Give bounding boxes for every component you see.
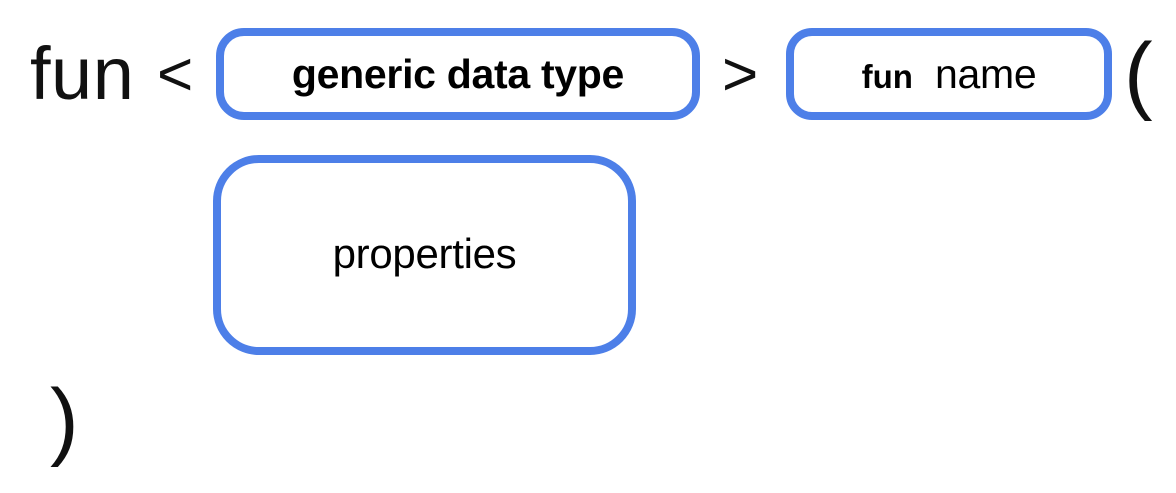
angle-bracket-close-token: > (722, 40, 759, 109)
slot-properties[interactable]: properties (213, 155, 636, 355)
slot-fun-name-value-label: name (934, 50, 1037, 97)
parenthesis-open-token: ( (1124, 26, 1153, 122)
slot-fun-name-inner: fun name (861, 50, 1037, 97)
slot-properties-label: properties (332, 230, 517, 277)
parenthesis-close-token: ) (50, 372, 79, 468)
slot-fun-name[interactable]: fun name (786, 28, 1112, 120)
fun-keyword-token: fun (30, 32, 135, 115)
slot-generic-data-type[interactable]: generic data type (216, 28, 700, 120)
slot-fun-name-keyword-label: fun (861, 57, 913, 95)
angle-bracket-open-token: < (157, 40, 194, 109)
slot-generic-data-type-label: generic data type (291, 50, 625, 97)
